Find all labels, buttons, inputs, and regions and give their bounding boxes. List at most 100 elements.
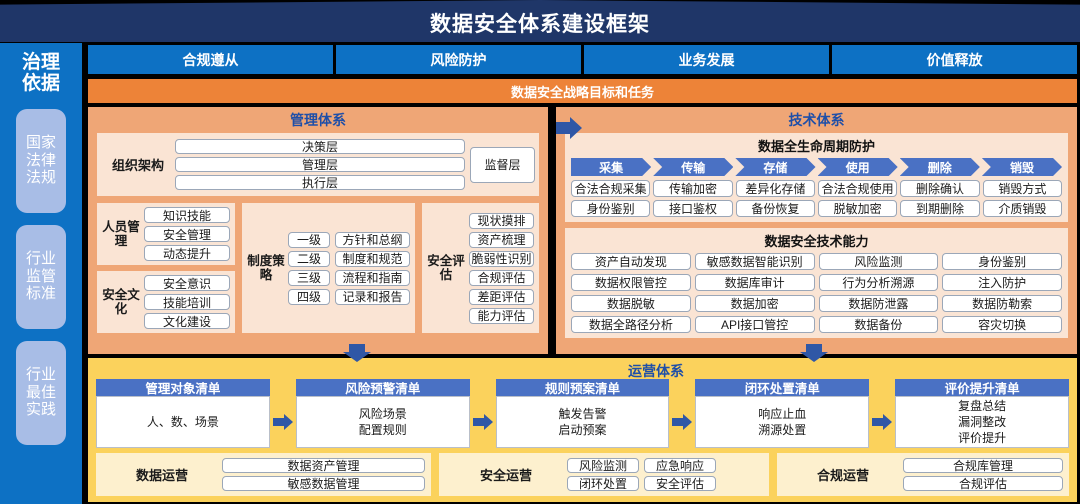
ops-flow-body-3[interactable]: 响应止血溯源处置 — [695, 396, 870, 448]
assessment-item-1[interactable]: 资产梳理 — [469, 231, 534, 248]
policy-name-2[interactable]: 流程和指南 — [335, 269, 410, 286]
org-decision-layer[interactable]: 决策层 — [175, 139, 465, 154]
capability-item-12[interactable]: 数据全路径分析 — [571, 316, 691, 333]
org-management-layer[interactable]: 管理层 — [175, 157, 465, 172]
ops-flow-body-4[interactable]: 复盘总结漏洞整改评价提升 — [895, 396, 1069, 448]
policy-row-3: 四级记录和报告 — [288, 288, 410, 305]
management-body: 组织架构 决策层 管理层 执行层 监督层 — [88, 132, 548, 340]
sidebar-title-line1: 治理 — [21, 52, 60, 73]
sidebar-pill-1[interactable]: 行业监管标准 — [16, 224, 66, 329]
sidebar-pill-list: 国家法律法规行业监管标准行业最佳实践 — [16, 108, 66, 445]
policy-name-1[interactable]: 制度和规范 — [335, 250, 410, 267]
arrow-right-icon — [470, 379, 496, 448]
ops-group-item-0-0-0[interactable]: 数据资产管理 — [222, 458, 425, 473]
lifecycle-measure-r1-4[interactable]: 删除确认 — [900, 180, 980, 197]
policy-level-0[interactable]: 一级 — [288, 231, 330, 248]
tab-1[interactable]: 风险防护 — [336, 45, 581, 74]
lifecycle-stage-0[interactable]: 采集 — [571, 158, 651, 176]
capability-item-9[interactable]: 数据加密 — [694, 295, 815, 312]
ops-group-item-1-1-0[interactable]: 闭环处置 — [567, 476, 639, 491]
assessment-item-4[interactable]: 差距评估 — [469, 288, 534, 305]
culture-item-1[interactable]: 技能培训 — [144, 294, 230, 310]
capability-item-3[interactable]: 身份鉴别 — [942, 253, 1062, 270]
capability-item-6[interactable]: 行为分析溯源 — [818, 274, 939, 291]
org-execution-layer[interactable]: 执行层 — [175, 175, 465, 190]
capability-item-0[interactable]: 资产自动发现 — [571, 253, 691, 270]
lifecycle-measure-r1-0[interactable]: 合法合规采集 — [571, 180, 651, 197]
capability-item-15[interactable]: 容灾切换 — [942, 316, 1062, 333]
lifecycle-measure-r2-5[interactable]: 介质销毁 — [982, 200, 1062, 217]
ops-flow-body-0[interactable]: 人、数、场景 — [96, 396, 270, 448]
personnel-item-2[interactable]: 动态提升 — [144, 245, 230, 261]
tab-0[interactable]: 合规遵从 — [88, 45, 333, 74]
middle-band: 管理体系 组织架构 决策层 管理层 执行层 — [88, 107, 1077, 354]
policy-level-3[interactable]: 四级 — [288, 288, 330, 305]
lifecycle-measures-row-1: 合法合规采集传输加密差异化存储合法合规使用删除确认销毁方式 — [571, 180, 1062, 197]
ops-group-row-0-1: 敏感数据管理 — [222, 476, 425, 491]
personnel-item-0[interactable]: 知识技能 — [144, 207, 230, 223]
culture-item-list: 安全意识技能培训文化建设 — [140, 275, 230, 329]
assessment-item-3[interactable]: 合规评估 — [469, 269, 534, 286]
ops-group-item-1-1-1[interactable]: 安全评估 — [644, 476, 716, 491]
ops-flow-header-4[interactable]: 评价提升清单 — [895, 379, 1069, 396]
policy-level-1[interactable]: 二级 — [288, 250, 330, 267]
policy-row-1: 二级制度和规范 — [288, 250, 410, 267]
ops-flow-body-1[interactable]: 风险场景配置规则 — [295, 396, 470, 448]
lifecycle-measure-r1-1[interactable]: 传输加密 — [653, 180, 733, 197]
sidebar-pill-0[interactable]: 国家法律法规 — [16, 108, 66, 213]
ops-flow-body-2[interactable]: 触发告警启动预案 — [495, 396, 670, 448]
ops-group-item-1-0-0[interactable]: 风险监测 — [567, 458, 639, 473]
ops-flow-header-3[interactable]: 闭环处置清单 — [695, 379, 870, 396]
lifecycle-measure-r1-2[interactable]: 差异化存储 — [735, 180, 815, 197]
ops-group-item-2-0-0[interactable]: 合规库管理 — [903, 458, 1063, 473]
capability-item-5[interactable]: 数据库审计 — [694, 274, 815, 291]
lifecycle-stage-1[interactable]: 传输 — [653, 158, 733, 176]
arrow-right-icon — [270, 379, 296, 448]
ops-flow-header-2[interactable]: 规则预案清单 — [495, 379, 670, 396]
lifecycle-stage-5[interactable]: 销毁 — [982, 158, 1062, 176]
personnel-item-1[interactable]: 安全管理 — [144, 226, 230, 242]
capability-item-2[interactable]: 风险监测 — [818, 253, 939, 270]
tab-3[interactable]: 价值释放 — [832, 45, 1077, 74]
ops-flow-header-0[interactable]: 管理对象清单 — [96, 379, 270, 396]
policy-row-list: 一级方针和总纲二级制度和规范三级流程和指南四级记录和报告 — [285, 231, 410, 305]
management-title: 管理体系 — [290, 112, 346, 128]
personnel-management-label: 人员管理 — [102, 219, 140, 248]
capability-item-13[interactable]: API接口管控 — [694, 316, 815, 333]
policy-name-3[interactable]: 记录和报告 — [335, 288, 410, 305]
capability-item-14[interactable]: 数据备份 — [818, 316, 939, 333]
tab-2[interactable]: 业务发展 — [584, 45, 829, 74]
ops-group-row-0-0: 数据资产管理 — [222, 458, 425, 473]
management-panel: 管理体系 组织架构 决策层 管理层 执行层 — [88, 107, 548, 354]
assessment-item-5[interactable]: 能力评估 — [469, 307, 534, 324]
sidebar-pill-2[interactable]: 行业最佳实践 — [16, 340, 66, 445]
assessment-item-2[interactable]: 脆弱性识别 — [469, 250, 534, 267]
capability-item-10[interactable]: 数据防泄露 — [818, 295, 939, 312]
culture-item-2[interactable]: 文化建设 — [144, 313, 230, 329]
lifecycle-stage-3[interactable]: 使用 — [818, 158, 898, 176]
lifecycle-measure-r1-3[interactable]: 合法合规使用 — [818, 180, 898, 197]
ops-group-item-1-0-1[interactable]: 应急响应 — [644, 458, 716, 473]
ops-group-item-0-1-0[interactable]: 敏感数据管理 — [222, 476, 425, 491]
org-supervision-layer[interactable]: 监督层 — [470, 146, 535, 183]
assessment-item-0[interactable]: 现状摸排 — [469, 212, 534, 229]
capability-item-11[interactable]: 数据防勒索 — [942, 295, 1062, 312]
lifecycle-measure-r2-4[interactable]: 到期删除 — [900, 200, 980, 217]
capability-item-4[interactable]: 数据权限管控 — [571, 274, 691, 291]
sidebar-title: 治理 依据 — [22, 52, 60, 95]
lifecycle-measure-r2-3[interactable]: 脱敏加密 — [818, 200, 898, 217]
lifecycle-measure-r2-0[interactable]: 身份鉴别 — [571, 200, 651, 217]
policy-level-2[interactable]: 三级 — [288, 269, 330, 286]
culture-item-0[interactable]: 安全意识 — [144, 275, 230, 291]
lifecycle-stage-2[interactable]: 存储 — [735, 158, 815, 176]
ops-group-item-2-1-0[interactable]: 合规评估 — [903, 476, 1063, 491]
capability-item-7[interactable]: 注入防护 — [942, 274, 1062, 291]
lifecycle-measure-r2-1[interactable]: 接口鉴权 — [653, 200, 733, 217]
policy-name-0[interactable]: 方针和总纲 — [335, 231, 410, 248]
capability-item-1[interactable]: 敏感数据智能识别 — [694, 253, 815, 270]
lifecycle-stage-4[interactable]: 删除 — [900, 158, 980, 176]
lifecycle-measure-r1-5[interactable]: 销毁方式 — [982, 180, 1062, 197]
capability-item-8[interactable]: 数据脱敏 — [571, 295, 691, 312]
ops-flow-header-1[interactable]: 风险预警清单 — [295, 379, 470, 396]
lifecycle-measure-r2-2[interactable]: 备份恢复 — [735, 200, 815, 217]
